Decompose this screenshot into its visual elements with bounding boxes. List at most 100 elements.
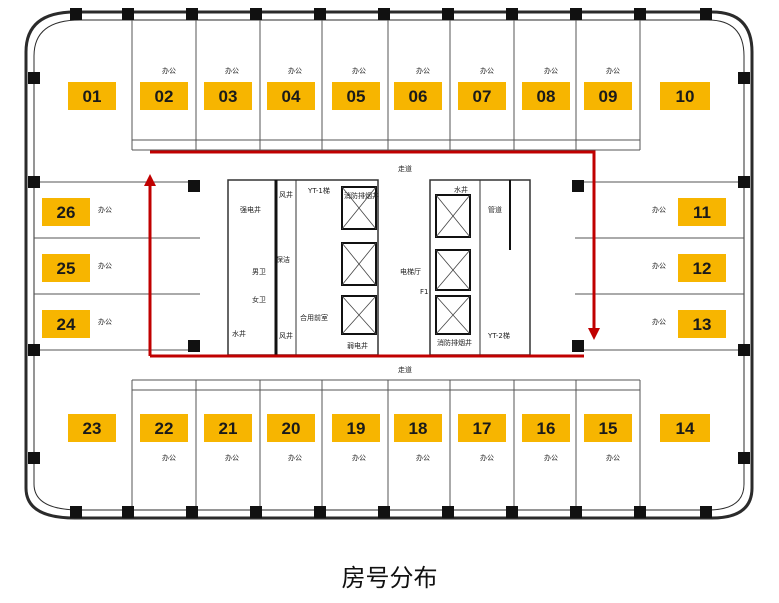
office-label: 办公	[225, 66, 239, 75]
office-label: 办公	[606, 66, 620, 75]
bottom-partitions	[131, 379, 641, 510]
strong-electric-label: 强电井	[240, 205, 261, 214]
outer-wall	[24, 10, 754, 520]
room-tag: 19	[332, 414, 380, 442]
water-well-right-label: 水井	[454, 185, 468, 194]
room-tag: 13	[678, 310, 726, 338]
office-label: 办公	[225, 453, 239, 462]
svg-text:02: 02	[155, 87, 174, 106]
room-tag: 23	[68, 414, 116, 442]
office-label: 办公	[544, 453, 558, 462]
svg-text:12: 12	[693, 259, 712, 278]
svg-text:11: 11	[693, 203, 711, 222]
svg-text:16: 16	[537, 419, 556, 438]
toilet-m-label: 男卫	[252, 268, 266, 276]
office-label: 办公	[352, 453, 366, 462]
circulation-route	[148, 150, 596, 358]
svg-text:21: 21	[219, 419, 238, 438]
elevator-hall-label: 电梯厅	[400, 267, 421, 276]
room-tag: 14	[660, 414, 710, 442]
office-label: 办公	[544, 66, 558, 75]
columns	[28, 8, 750, 518]
svg-text:09: 09	[599, 87, 618, 106]
office-label: 办公	[480, 453, 494, 462]
office-label: 办公	[98, 317, 112, 326]
water-well-left-label: 水井	[232, 329, 246, 338]
inner-wall	[33, 19, 745, 511]
svg-text:14: 14	[676, 419, 695, 438]
svg-text:24: 24	[57, 315, 76, 334]
svg-text:17: 17	[473, 419, 492, 438]
office-labels: 办公 办公 办公 办公 办公 办公 办公 办公 办公 办公 办公 办公 办公 办…	[98, 66, 666, 462]
office-label: 办公	[480, 66, 494, 75]
office-label: 办公	[652, 261, 666, 270]
floor-mark: F1	[420, 288, 428, 296]
svg-text:20: 20	[282, 419, 301, 438]
room-tag: 25	[42, 254, 90, 282]
room-tag: 11	[678, 198, 726, 226]
elevator-id-right: YT-2梯	[487, 331, 510, 340]
svg-text:01: 01	[83, 87, 102, 106]
floor-plan: 走道 走道 电梯厅 F1 强电井 弱电井 水井 水井 风井 风井 消防排烟井 消…	[24, 8, 754, 520]
room-tag: 18	[394, 414, 442, 442]
room-tag: 26	[42, 198, 90, 226]
office-label: 办公	[162, 66, 176, 75]
room-tag: 16	[522, 414, 570, 442]
office-label: 办公	[288, 66, 302, 75]
svg-text:18: 18	[409, 419, 428, 438]
room-tag: 03	[204, 82, 252, 110]
fire-shaft-bottom-label: 消防排烟井	[437, 338, 472, 347]
toilet-f-label: 女卫	[252, 295, 266, 304]
corridor-label-bottom: 走道	[398, 365, 412, 374]
room-tag: 22	[140, 414, 188, 442]
svg-text:08: 08	[537, 87, 556, 106]
svg-text:04: 04	[282, 87, 301, 106]
core	[227, 179, 531, 356]
room-tag: 10	[660, 82, 710, 110]
storage-label: 管道	[488, 205, 502, 214]
office-label: 办公	[162, 453, 176, 462]
top-partitions	[131, 20, 641, 151]
room-tag: 04	[267, 82, 315, 110]
fire-shaft-top-label: 消防排烟井	[344, 191, 379, 200]
office-label: 办公	[352, 66, 366, 75]
air-well-top-label: 风井	[279, 190, 293, 199]
weak-electric-label: 弱电井	[347, 341, 368, 350]
svg-text:13: 13	[693, 315, 712, 334]
office-label: 办公	[652, 317, 666, 326]
room-tag: 17	[458, 414, 506, 442]
room-tag: 08	[522, 82, 570, 110]
svg-text:05: 05	[347, 87, 366, 106]
svg-text:26: 26	[57, 203, 76, 222]
svg-text:19: 19	[347, 419, 366, 438]
svg-text:22: 22	[155, 419, 174, 438]
office-label: 办公	[288, 453, 302, 462]
room-tag: 02	[140, 82, 188, 110]
room-tag: 05	[332, 82, 380, 110]
corridor-label-top: 走道	[398, 164, 412, 173]
machine-room-label: 合用前室	[300, 313, 328, 322]
figure-caption: 房号分布	[341, 564, 438, 592]
office-label: 办公	[606, 453, 620, 462]
elevator-id-left: YT-1梯	[307, 186, 330, 195]
svg-text:15: 15	[599, 419, 618, 438]
room-tag: 12	[678, 254, 726, 282]
room-tag: 07	[458, 82, 506, 110]
room-tag: 01	[68, 82, 116, 110]
air-well-bottom-label: 风井	[279, 331, 293, 340]
office-label: 办公	[98, 261, 112, 270]
route-arrow-up	[144, 174, 156, 186]
room-tags: 01 02 03 04 05 06 07 08 09 10 11 12 13 1…	[42, 82, 726, 442]
svg-text:23: 23	[83, 419, 102, 438]
office-label: 办公	[416, 66, 430, 75]
office-label: 办公	[98, 205, 112, 214]
room-tag: 20	[267, 414, 315, 442]
cleaning-label: 保洁	[276, 255, 290, 264]
svg-text:03: 03	[219, 87, 238, 106]
svg-text:06: 06	[409, 87, 428, 106]
svg-text:25: 25	[57, 259, 76, 278]
route-arrow-down	[588, 328, 600, 340]
room-tag: 24	[42, 310, 90, 338]
svg-text:07: 07	[473, 87, 492, 106]
room-tag: 21	[204, 414, 252, 442]
